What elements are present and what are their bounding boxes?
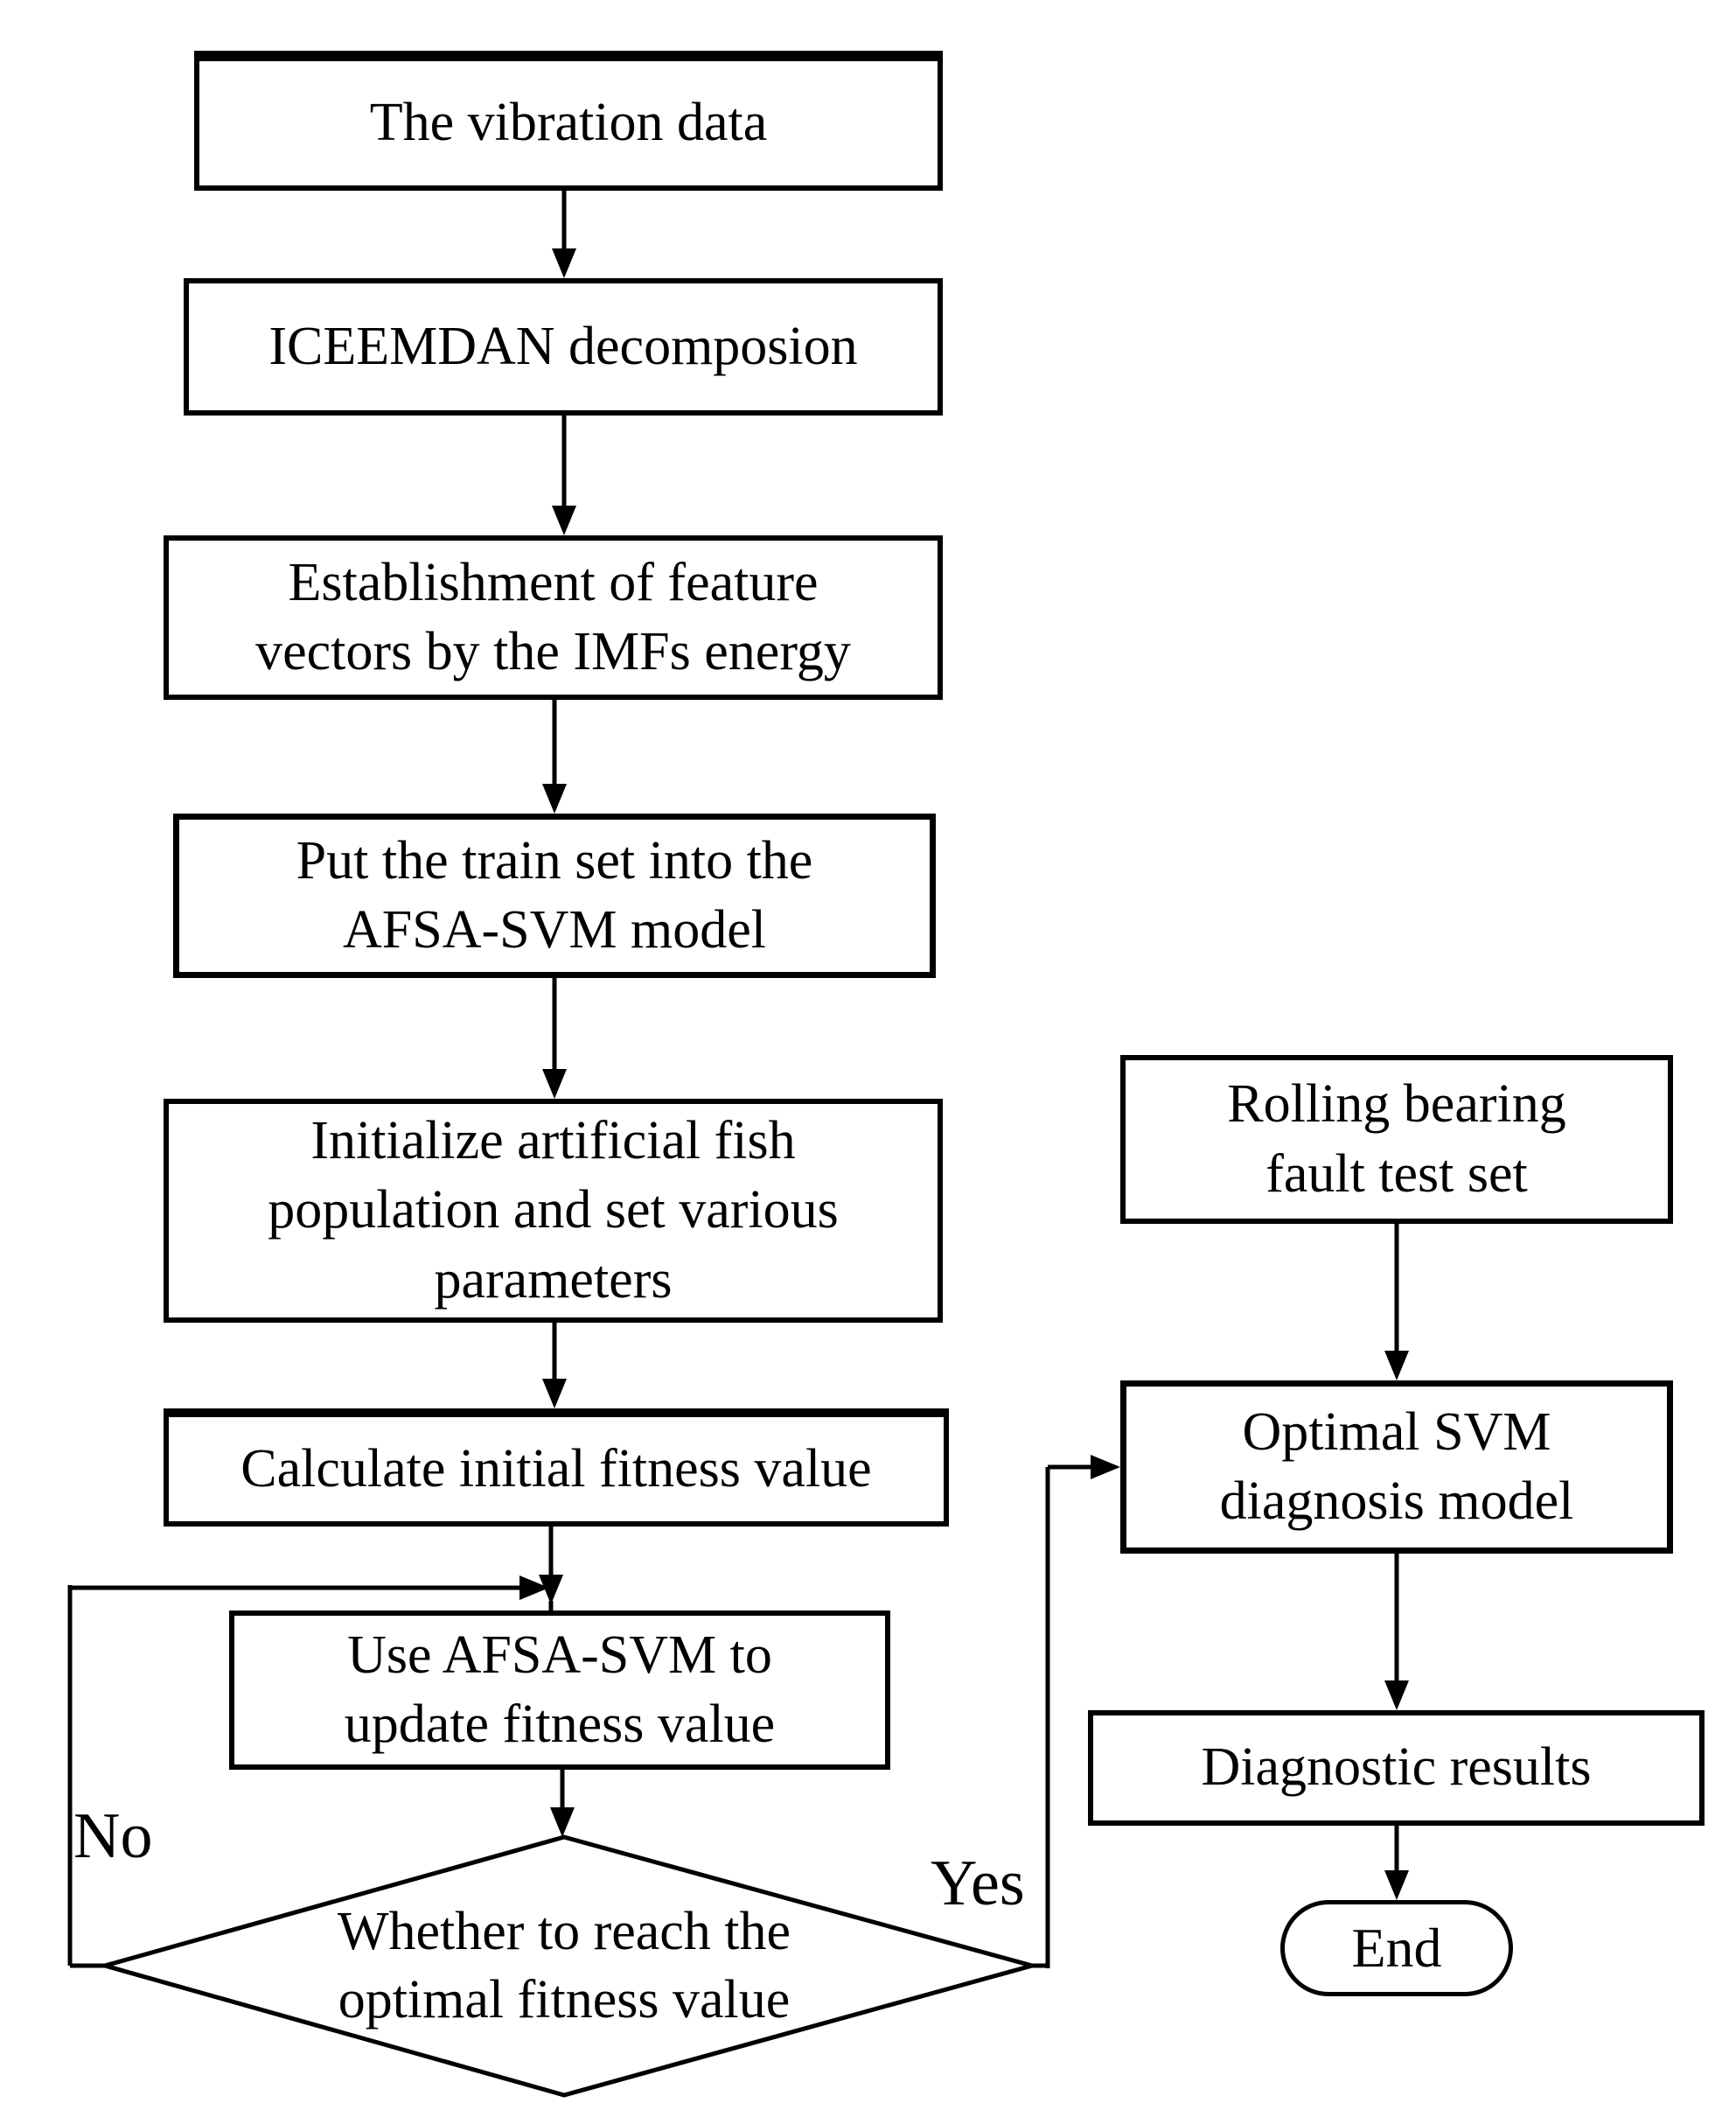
edge-fitness-to-update xyxy=(539,1527,563,1610)
edge-vibration-to-iceemdan xyxy=(552,191,576,278)
edge-no-loop xyxy=(67,1576,549,1968)
node-end-terminator: End xyxy=(1280,1900,1513,1996)
node-feature-vectors: Establishment of feature vectors by the … xyxy=(164,535,943,700)
edge-initialize-to-fitness xyxy=(542,1323,567,1408)
node-vibration-data: The vibration data xyxy=(194,51,943,191)
edge-trainset-to-initialize xyxy=(542,978,567,1099)
node-update-fitness: Use AFSA-SVM to update fitness value xyxy=(229,1610,890,1770)
node-iceemdan-decomposition: ICEEMDAN decomposion xyxy=(184,278,943,416)
edge-label-yes: Yes xyxy=(931,1848,1025,1919)
node-initialize-population: Initialize artificial fish population an… xyxy=(164,1099,943,1323)
node-initial-fitness: Calculate initial fitness value xyxy=(164,1408,949,1527)
edge-optimal-to-results xyxy=(1384,1554,1409,1710)
edge-label-no: No xyxy=(73,1800,153,1872)
node-optimal-svm-model: Optimal SVM diagnosis model xyxy=(1120,1380,1673,1554)
edge-iceemdan-to-feature xyxy=(552,416,576,535)
decision-diamond-shape xyxy=(96,1834,1041,2098)
edge-update-to-decision xyxy=(550,1770,575,1837)
edge-testset-to-optimal xyxy=(1384,1224,1409,1380)
edge-feature-to-trainset xyxy=(542,700,567,814)
node-fault-test-set: Rolling bearing fault test set xyxy=(1120,1055,1673,1224)
node-diagnostic-results: Diagnostic results xyxy=(1088,1710,1705,1826)
edge-yes-branch xyxy=(1028,1455,1120,1968)
node-decision-label: Whether to reach the optimal fitness val… xyxy=(337,1902,791,2030)
edge-results-to-end xyxy=(1384,1826,1409,1900)
node-train-set: Put the train set into the AFSA-SVM mode… xyxy=(173,814,936,978)
